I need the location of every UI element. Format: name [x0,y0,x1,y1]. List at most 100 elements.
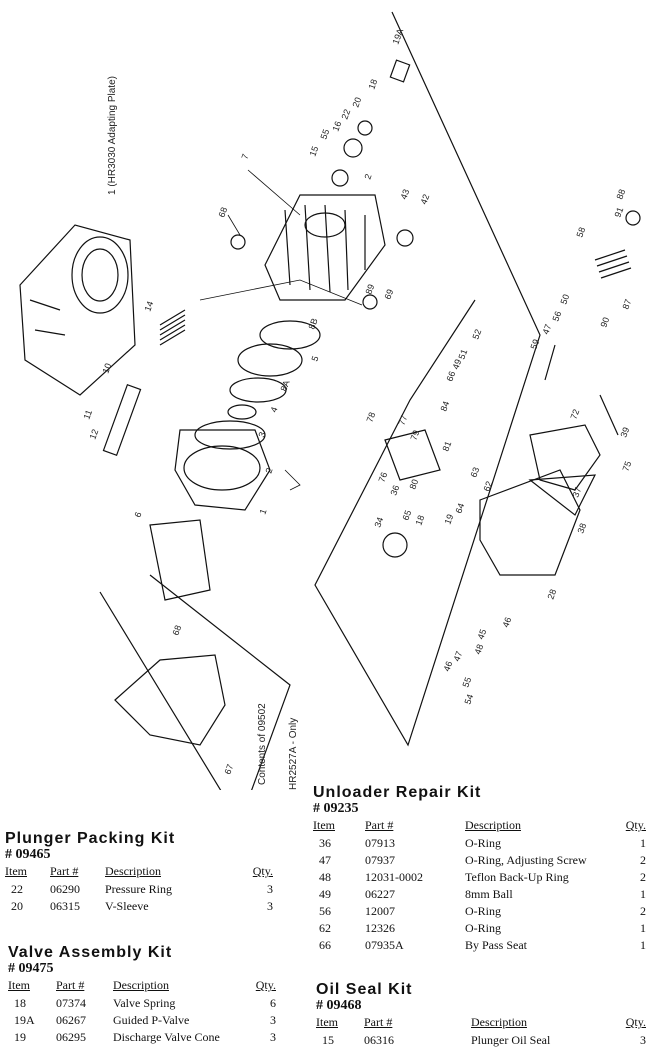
cell-item: 36 [319,836,331,850]
callout-label: 78 [364,411,377,424]
cell-desc: Valve Spring [113,996,176,1010]
cylinder-6 [149,519,211,601]
callout-label: 49 [450,358,463,371]
cell-qty: 2 [640,853,646,867]
plunger-packing-kit: Plunger Packing Kit # 09465 Item Part # … [5,830,273,915]
callout-label: 2 [362,173,373,181]
callout-label: 51 [456,348,469,361]
cell-part: 12007 [365,904,395,918]
callout-label: 15 [307,145,320,158]
cell-item: 19 [14,1030,26,1044]
callout-label: 20 [350,96,363,109]
seal-8b [259,320,321,350]
callout-label: 89 [363,283,376,296]
cell-part: 07935A [365,938,404,952]
callout-label: 37 [570,486,583,499]
cell-qty: 3 [270,1030,276,1044]
callout-label: 11 [81,408,94,420]
callout-label: 19 [442,513,455,526]
cell-item: 15 [322,1033,334,1047]
cell-item: 49 [319,887,331,901]
seal-3 [194,420,266,450]
kit-title: Oil Seal Kit [316,981,413,998]
cell-qty: 1 [640,887,646,901]
cell-part: 06290 [50,882,80,896]
callout-label: 63 [468,466,481,479]
callout-label: 77 [396,414,409,427]
cell-desc: Guided P-Valve [113,1013,190,1027]
callout-label: 18 [366,78,379,91]
callout-label: 47 [540,323,553,336]
callout-label: 46 [500,616,513,629]
cell-qty: 3 [267,899,273,913]
kit-number: # 09475 [8,961,54,976]
hr2527a-caption: HR2527A - Only [288,718,299,790]
callout-label: 55 [318,128,331,141]
flange-1 [174,429,271,511]
cell-part: 06295 [56,1030,86,1044]
cell-qty: 3 [640,1033,646,1047]
cell-qty: 2 [640,870,646,884]
col-item: Item [5,864,27,878]
part-89 [362,294,378,310]
callout-label: 87 [620,298,633,311]
part-20 [357,120,373,136]
cell-part: 12031-0002 [365,870,423,884]
cell-desc: O-Ring [465,921,501,935]
rod-10 [102,383,142,457]
callout-label: 79 [408,429,421,442]
col-part: Part # [365,818,394,832]
callout-label: 10 [100,362,113,375]
cell-desc: 8mm Ball [465,887,513,901]
cell-part: 07913 [365,836,395,850]
callout-label: 91 [612,206,625,219]
unloader-drawing [382,344,619,576]
col-item: Item [8,978,30,992]
col-desc: Description [113,978,169,992]
unloader-repair-kit: Unloader Repair Kit # 09235 Item Part # … [313,784,646,954]
callout-label: 65 [400,509,413,522]
callout-label: 68 [216,206,229,219]
callout-label: 84 [438,400,451,413]
callout-label: 50 [558,293,571,306]
callout-label: 18 [413,514,426,527]
col-desc: Description [471,1015,527,1029]
callout-label: 59 [528,338,541,351]
cell-desc: Plunger Oil Seal [471,1033,551,1047]
callout-label: 45 [475,628,488,641]
cell-qty: 2 [640,904,646,918]
cell-item: 18 [14,996,26,1010]
callout-label: 14 [142,300,155,313]
cell-qty: 6 [270,996,276,1010]
callout-label: 56 [550,310,563,323]
part-43 [396,229,414,247]
callout-label: 75 [620,460,633,473]
callout-label: 1 [257,508,268,516]
table-row: 15 06316 Plunger Oil Seal 3 [316,1032,646,1049]
callout-label: 67 [222,763,235,776]
cell-desc: Teflon Back-Up Ring [465,870,569,884]
cell-part: 06316 [364,1033,394,1047]
cell-desc: V-Sleeve [105,899,149,913]
oil-seal-kit: Oil Seal Kit # 09468 Item Part # Descrip… [316,981,646,1049]
cell-qty: 1 [640,836,646,850]
callout-label: 8B [306,317,319,331]
cell-item: 19A [14,1013,35,1027]
callout-label: 46 [441,660,454,673]
callout-label: 19A [390,27,405,45]
callout-label: 2 [263,467,274,475]
cell-part: 06267 [56,1013,86,1027]
cell-item: 22 [11,882,23,896]
callout-label: 58 [574,226,587,239]
cell-desc: O-Ring, Adjusting Screw [465,853,587,867]
callout-label: 90 [598,316,611,329]
callout-label: 39 [618,426,631,439]
cell-item: 47 [319,853,331,867]
kit-title: Valve Assembly Kit [8,944,173,961]
